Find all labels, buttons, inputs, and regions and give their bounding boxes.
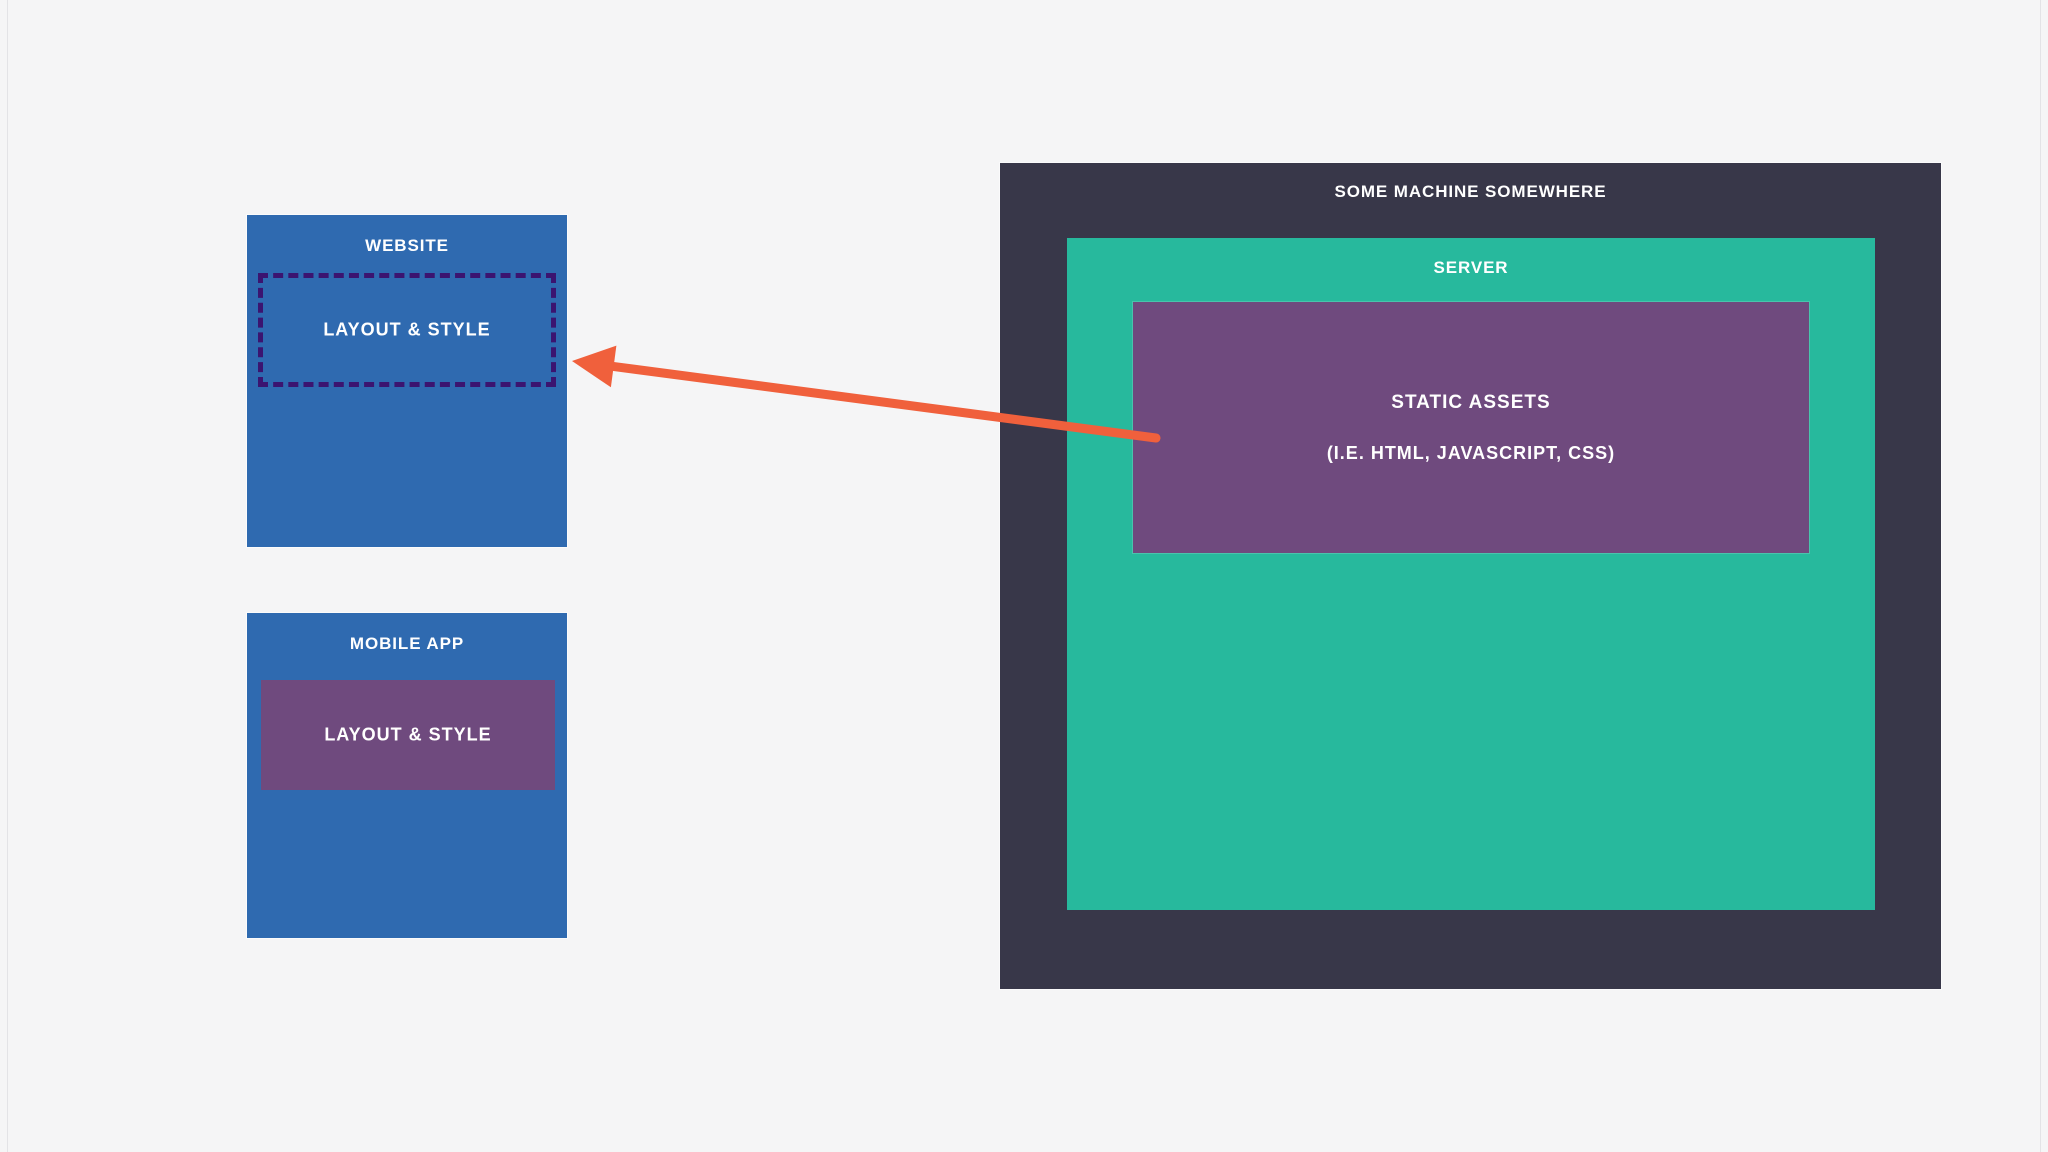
website-layout-label: LAYOUT & STYLE <box>323 319 491 340</box>
mobile-layout-label: LAYOUT & STYLE <box>324 724 492 745</box>
website-layout-and-style-region[interactable]: LAYOUT & STYLE <box>258 273 556 387</box>
server-title: SERVER <box>1433 258 1509 277</box>
static-assets-box[interactable]: STATIC ASSETS (I.E. HTML, JAVASCRIPT, CS… <box>1133 302 1809 553</box>
static-assets-title: STATIC ASSETS <box>1391 391 1551 413</box>
machine-box[interactable]: SOME MACHINE SOMEWHERE SERVER STATIC ASS… <box>1000 163 1941 989</box>
mobile-layout-and-style-region[interactable]: LAYOUT & STYLE <box>261 680 555 790</box>
mobile-app-box[interactable]: MOBILE APP LAYOUT & STYLE <box>247 613 567 938</box>
server-box[interactable]: SERVER STATIC ASSETS (I.E. HTML, JAVASCR… <box>1067 238 1875 910</box>
page-edge-left <box>7 0 8 1152</box>
website-title: WEBSITE <box>365 236 449 255</box>
static-assets-subtitle: (I.E. HTML, JAVASCRIPT, CSS) <box>1326 442 1616 463</box>
page-edge-right <box>2040 0 2041 1152</box>
mobile-app-title: MOBILE APP <box>349 634 465 653</box>
machine-title: SOME MACHINE SOMEWHERE <box>1334 182 1607 201</box>
website-box[interactable]: WEBSITE LAYOUT & STYLE <box>247 215 567 547</box>
static-assets-text: STATIC ASSETS (I.E. HTML, JAVASCRIPT, CS… <box>1133 392 1809 464</box>
